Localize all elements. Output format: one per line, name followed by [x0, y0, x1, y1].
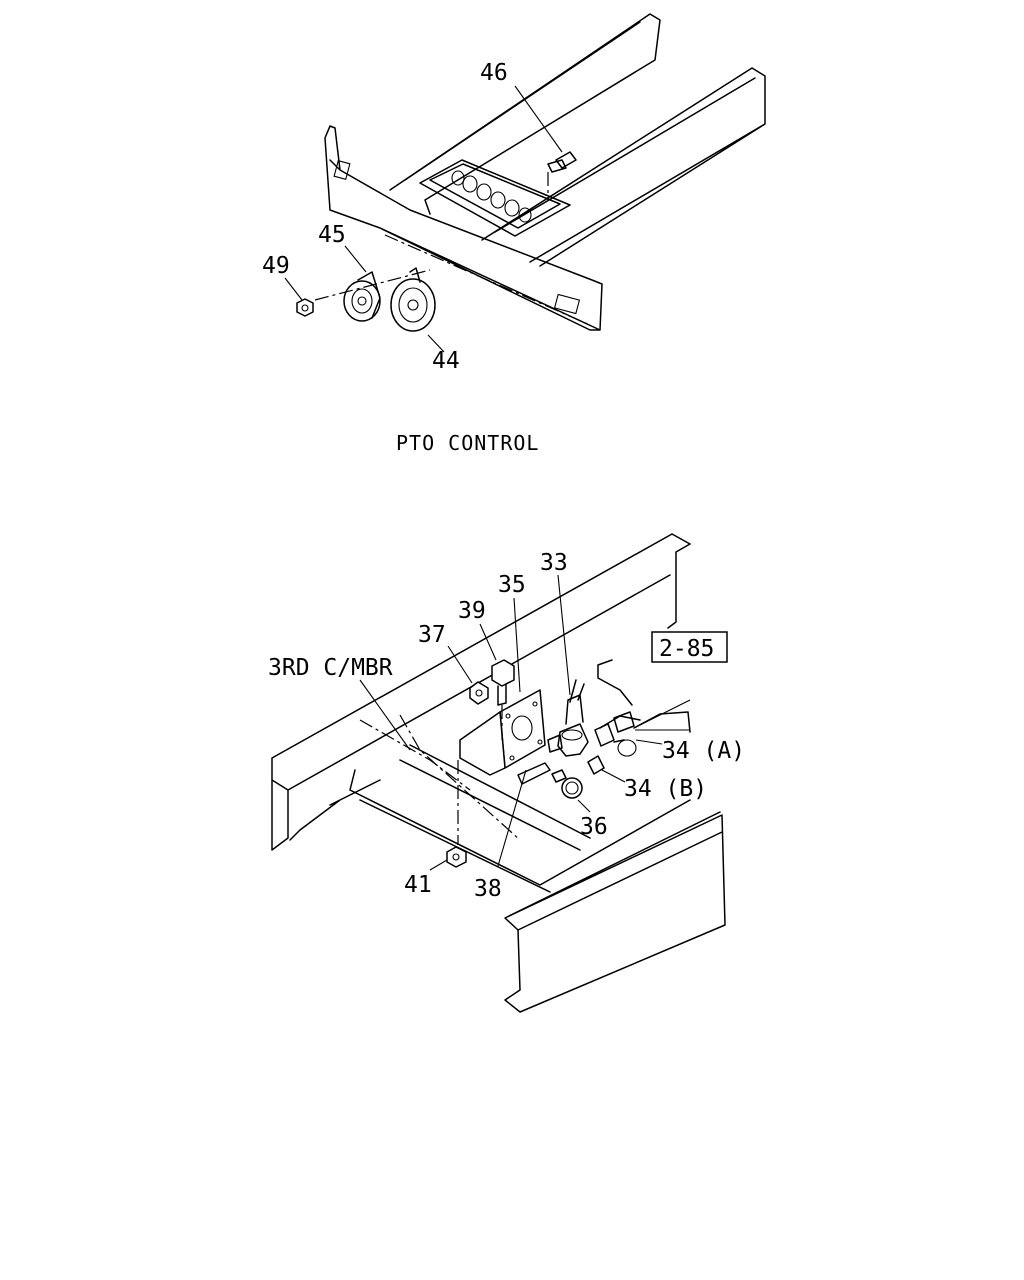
pto-control-assembly: 2-85 3RD C/MBR 33 35 39 37 34 (A) 34 (B)… — [268, 533, 745, 1013]
bumper-slot-right — [553, 293, 581, 315]
nut-49 — [296, 298, 314, 317]
frame-dash-1 — [359, 719, 471, 791]
leader-3rd-cmbr — [359, 679, 411, 751]
leader-37 — [447, 645, 473, 684]
leader-46 — [514, 85, 563, 153]
callout-45: 45 — [318, 222, 346, 248]
bracket-35 — [459, 689, 546, 776]
callout-41: 41 — [404, 872, 432, 898]
spacer-38 — [517, 762, 551, 785]
horn-mount-line — [314, 269, 431, 301]
bumper-slot-left — [333, 160, 351, 180]
frame-dash-2 — [399, 714, 521, 841]
center-crossmember — [419, 159, 571, 237]
lower-frame-rail — [504, 811, 726, 1013]
bolt-46 — [547, 151, 577, 200]
left-frame-rail — [389, 13, 661, 215]
leader-44 — [427, 334, 445, 353]
leader-38 — [497, 769, 527, 867]
front-frame-assembly: 46 45 49 44 — [262, 13, 766, 374]
callout-39: 39 — [458, 598, 486, 624]
air-line-a — [597, 659, 641, 729]
solenoid-valve-33 — [547, 679, 589, 757]
callout-49: 49 — [262, 253, 290, 279]
leader-36 — [577, 799, 591, 813]
crossmember-gusset — [289, 779, 381, 841]
leader-35 — [513, 597, 521, 693]
section-title: PTO CONTROL — [396, 431, 539, 455]
leader-33 — [557, 574, 571, 696]
leader-34a — [635, 739, 663, 745]
third-crossmember — [349, 744, 691, 893]
reference-box — [651, 631, 728, 663]
fitting-34b — [587, 755, 605, 775]
callout-34b: 34 (B) — [624, 776, 707, 802]
callout-34a: 34 (A) — [662, 738, 745, 764]
leader-45 — [344, 245, 367, 273]
nut-37 — [469, 681, 489, 705]
callout-38: 38 — [474, 876, 502, 902]
horn-44 — [390, 267, 436, 332]
front-bumper — [324, 125, 603, 331]
frame-label: 3RD C/MBR — [268, 655, 393, 681]
callout-35: 35 — [498, 572, 526, 598]
leader-41 — [429, 859, 448, 871]
horn-45 — [343, 271, 381, 322]
callout-36: 36 — [580, 814, 608, 840]
leader-34b — [601, 769, 626, 783]
bumper-centerline — [384, 234, 591, 326]
air-line-b — [633, 711, 691, 733]
callout-44: 44 — [432, 348, 460, 374]
bolt-39 — [491, 659, 515, 740]
leader-39 — [479, 623, 497, 661]
crossmember-holes — [451, 170, 532, 223]
callout-37: 37 — [418, 622, 446, 648]
callout-33: 33 — [540, 550, 568, 576]
bolt-36 — [551, 769, 583, 799]
upper-frame-rail — [271, 533, 691, 851]
reference-box-label: 2-85 — [659, 636, 714, 662]
callout-46: 46 — [480, 60, 508, 86]
right-frame-rail — [481, 67, 766, 267]
leader-49 — [284, 277, 303, 301]
nut-41 — [446, 846, 467, 868]
air-line-c — [635, 699, 691, 731]
